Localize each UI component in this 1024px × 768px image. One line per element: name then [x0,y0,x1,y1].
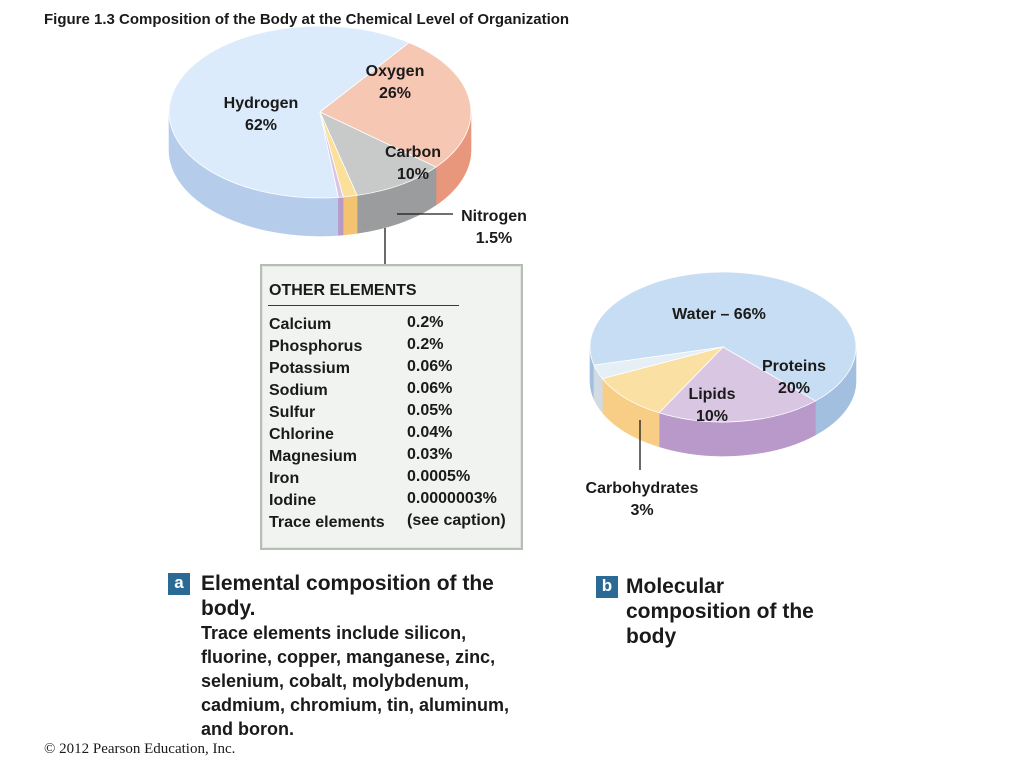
element-name: Potassium [269,360,350,377]
caption-b-title: Molecular composition of the body [626,575,814,648]
copyright-notice: © 2012 Pearson Education, Inc. [44,741,236,757]
pie-a-labels: Hydrogen 62% Oxygen 26% Carbon 10% Nitro… [224,63,527,247]
pie-a-tops [168,25,472,199]
element-row: Trace elements (see caption) [262,512,523,536]
element-row: Sulfur 0.05% [262,402,523,426]
element-row: Calcium 0.2% [262,314,523,338]
slice-top-water [589,271,857,402]
slice-value-hydrogen: 62% [245,117,277,134]
other-elements-divider [268,305,459,306]
slice-label-carbon: Carbon [385,144,441,161]
slice-value-lipids: 10% [696,408,728,425]
element-value: 0.06% [407,380,453,397]
slice-value-carbohydrates: 3% [630,502,653,519]
slice-top-hydrogen [168,25,410,199]
slice-value-oxygen: 26% [379,85,411,102]
element-name: Calcium [269,316,332,333]
slice-label-carbohydrates: Carbohydrates [586,480,699,497]
slice-top-oxygen [319,42,472,168]
element-value: 0.2% [407,314,444,331]
pie-a-sides [168,112,472,237]
pie-b-labels: Water – 66% Proteins 20% Lipids 10% Carb… [586,306,827,519]
element-name: Magnesium [269,448,358,465]
slice-top-other [319,111,344,198]
element-row: Potassium 0.06% [262,358,523,382]
element-name: Sulfur [269,404,316,421]
element-row: Phosphorus 0.2% [262,336,523,360]
other-elements-box: OTHER ELEMENTS Calcium 0.2% Phosphorus 0… [260,264,523,550]
element-value: 0.0000003% [407,490,497,507]
element-name: Trace elements [269,514,385,531]
element-name: Phosphorus [269,338,363,355]
slice-top-proteins [658,346,817,423]
slice-label-water: Water – 66% [672,306,766,323]
element-row: Chlorine 0.04% [262,424,523,448]
pie-b-sides [589,347,857,457]
element-value: 0.0005% [407,468,471,485]
element-value: 0.05% [407,402,453,419]
caption-a-title: Elemental composition of the body. [201,572,494,620]
slice-value-nitrogen: 1.5% [476,230,512,247]
slice-top-carbohydrates [593,346,724,380]
slice-top-carbon [319,111,437,196]
slice-label-proteins: Proteins [762,358,826,375]
element-name: Iron [269,470,300,487]
other-elements-title: OTHER ELEMENTS [269,282,417,299]
element-name: Chlorine [269,426,334,443]
panel-badge-a: a [168,573,190,595]
element-row: Iodine 0.0000003% [262,490,523,514]
element-name: Iodine [269,492,317,509]
element-value: 0.2% [407,336,444,353]
slice-label-oxygen: Oxygen [366,63,425,80]
element-value: 0.06% [407,358,453,375]
panel-badge-b: b [596,576,618,598]
slice-value-proteins: 20% [778,380,810,397]
slice-value-carbon: 10% [397,166,429,183]
caption-a-body: Trace elements include silicon, fluorine… [201,623,510,739]
element-value: (see caption) [407,512,506,529]
slice-label-nitrogen: Nitrogen [461,208,527,225]
figure-title: Figure 1.3 Composition of the Body at th… [44,11,570,28]
element-row: Sodium 0.06% [262,380,523,404]
element-value: 0.03% [407,446,453,463]
slice-top-lipids [601,346,725,414]
slice-label-lipids: Lipids [688,386,735,403]
slice-label-hydrogen: Hydrogen [224,95,299,112]
pie-b-tops [589,271,857,423]
element-value: 0.04% [407,424,453,441]
element-row: Iron 0.0005% [262,468,523,492]
element-name: Sodium [269,382,328,399]
element-row: Magnesium 0.03% [262,446,523,470]
